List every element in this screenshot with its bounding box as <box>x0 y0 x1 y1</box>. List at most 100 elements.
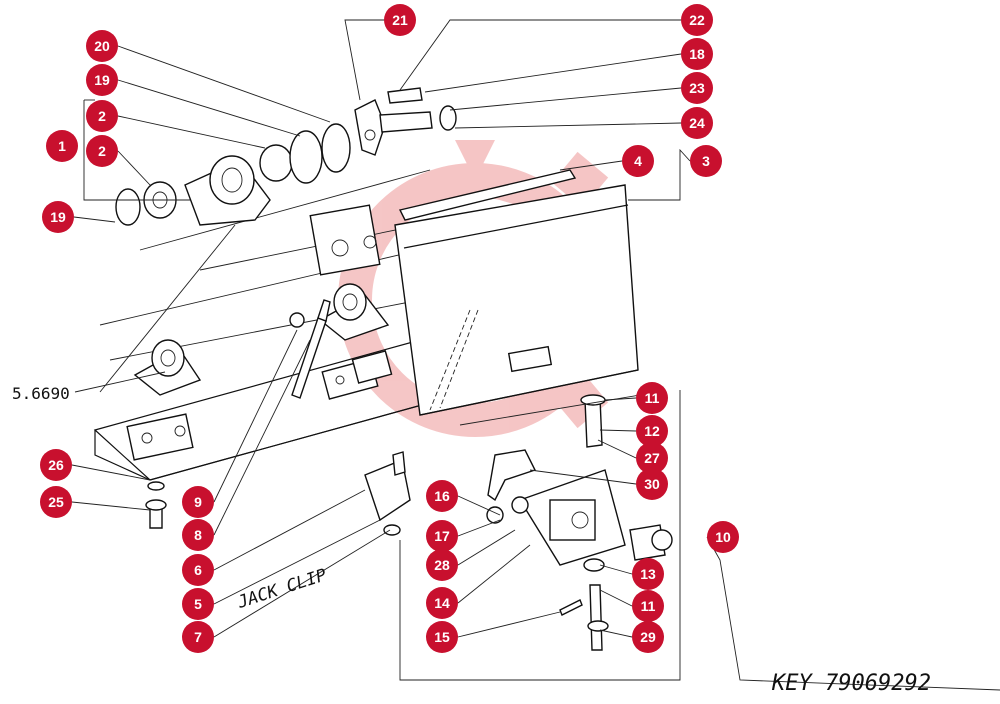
callout-9: 9 <box>182 486 214 518</box>
callout-19: 19 <box>86 64 118 96</box>
callout-number: 25 <box>48 494 64 510</box>
callout-number: 22 <box>689 12 705 28</box>
lower-pivot-brackets <box>133 283 390 396</box>
callout-22: 22 <box>681 4 713 36</box>
callout-circle <box>426 549 458 581</box>
callout-circle <box>632 590 664 622</box>
callout-number: 1 <box>58 138 66 154</box>
callout-number: 8 <box>194 527 202 543</box>
callout-2: 2 <box>86 100 118 132</box>
callout-21: 21 <box>384 4 416 36</box>
callout-circle <box>622 145 654 177</box>
callout-circle <box>707 521 739 553</box>
callout-12: 12 <box>636 415 668 447</box>
callout-19: 19 <box>42 201 74 233</box>
callout-circle <box>426 587 458 619</box>
callout-circle <box>182 486 214 518</box>
callout-circle <box>86 135 118 167</box>
callout-number: 2 <box>98 108 106 124</box>
callout-circle <box>681 38 713 70</box>
callout-circle <box>636 415 668 447</box>
chassis-frame <box>93 169 441 481</box>
callout-circle <box>681 72 713 104</box>
callout-number: 19 <box>94 72 110 88</box>
callout-number: 28 <box>434 557 450 573</box>
callout-10: 10 <box>707 521 739 553</box>
callout-circle <box>636 442 668 474</box>
callout-11: 11 <box>636 382 668 414</box>
callout-circle <box>40 486 72 518</box>
callout-circle <box>426 520 458 552</box>
callout-5: 5 <box>182 588 214 620</box>
callout-number: 12 <box>644 423 660 439</box>
callout-number: 27 <box>644 450 660 466</box>
callout-15: 15 <box>426 621 458 653</box>
callout-number: 23 <box>689 80 705 96</box>
callout-14: 14 <box>426 587 458 619</box>
callout-circle <box>182 554 214 586</box>
callout-13: 13 <box>632 558 664 590</box>
callout-number: 15 <box>434 629 450 645</box>
callout-number: 4 <box>634 153 642 169</box>
callout-number: 14 <box>434 595 450 611</box>
callout-number: 26 <box>48 457 64 473</box>
callout-number: 7 <box>194 629 202 645</box>
callout-6: 6 <box>182 554 214 586</box>
callout-circle <box>426 480 458 512</box>
ref-number-label: 5.6690 <box>12 384 70 403</box>
callout-circle <box>86 64 118 96</box>
callout-number: 29 <box>640 629 656 645</box>
callout-3: 3 <box>690 145 722 177</box>
callout-number: 3 <box>702 153 710 169</box>
callout-circle <box>632 558 664 590</box>
callout-18: 18 <box>681 38 713 70</box>
callout-25: 25 <box>40 486 72 518</box>
callout-29: 29 <box>632 621 664 653</box>
callout-number: 9 <box>194 494 202 510</box>
hinged-cover-panel <box>394 169 639 416</box>
callout-30: 30 <box>636 468 668 500</box>
callout-20: 20 <box>86 30 118 62</box>
callout-number: 17 <box>434 528 450 544</box>
callout-number: 10 <box>715 529 731 545</box>
callout-17: 17 <box>426 520 458 552</box>
callout-circle <box>636 382 668 414</box>
callout-number: 13 <box>640 566 656 582</box>
callout-4: 4 <box>622 145 654 177</box>
callout-circle <box>40 449 72 481</box>
callout-24: 24 <box>681 107 713 139</box>
callout-27: 27 <box>636 442 668 474</box>
gas-strut <box>289 299 331 399</box>
callout-circle <box>636 468 668 500</box>
callout-circle <box>86 100 118 132</box>
callout-circle <box>681 4 713 36</box>
callout-number: 11 <box>641 598 656 614</box>
callout-2: 2 <box>86 135 118 167</box>
callout-number: 11 <box>645 390 660 406</box>
callout-8: 8 <box>182 519 214 551</box>
callout-circle <box>182 519 214 551</box>
callout-circle <box>42 201 74 233</box>
pivot-bracket-assembly <box>115 87 457 226</box>
callout-23: 23 <box>681 72 713 104</box>
callout-circle <box>426 621 458 653</box>
bolt-and-clip-parts <box>145 451 411 536</box>
callout-1: 1 <box>46 130 78 162</box>
callout-circle <box>46 130 78 162</box>
callout-number: 20 <box>94 38 110 54</box>
callout-circle <box>681 107 713 139</box>
callout-16: 16 <box>426 480 458 512</box>
key-note: KEY 79069292 <box>771 671 931 696</box>
callout-number: 30 <box>644 476 660 492</box>
callout-circle <box>384 4 416 36</box>
callout-circle <box>86 30 118 62</box>
callout-number: 24 <box>689 115 705 131</box>
callout-circle <box>632 621 664 653</box>
jack-clip-note: JACK CLIP <box>234 565 329 613</box>
callout-number: 18 <box>689 46 705 62</box>
callout-number: 21 <box>392 12 408 28</box>
callout-number: 5 <box>194 596 202 612</box>
callout-circle <box>182 588 214 620</box>
